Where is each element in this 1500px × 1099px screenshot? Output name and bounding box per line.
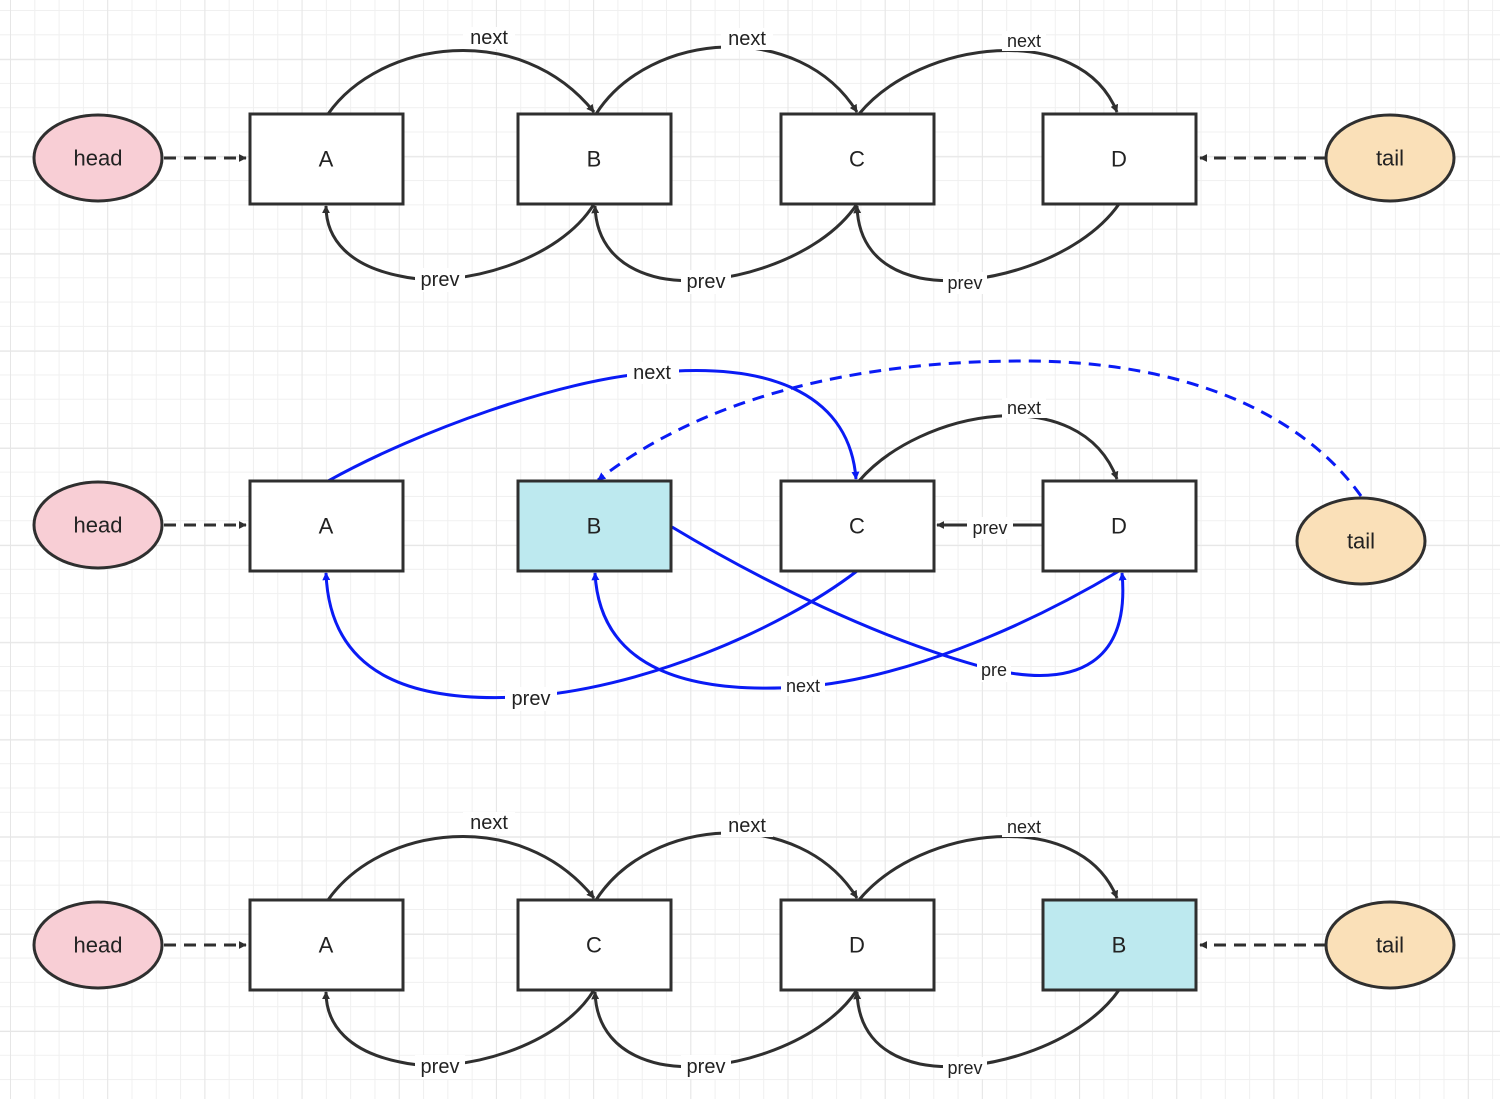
node-label: B bbox=[1112, 933, 1127, 958]
next-label: next bbox=[633, 362, 671, 384]
row-result-list: next next next prev prev prev head tail … bbox=[32, 812, 1456, 1079]
node-label: B bbox=[587, 514, 602, 539]
row-moving-b-to-tail: next next prev prev next pre head tail A… bbox=[32, 359, 1427, 711]
prev-edge bbox=[322, 989, 596, 1067]
prev-label: prev bbox=[972, 518, 1007, 538]
node-label: C bbox=[849, 147, 865, 172]
next-label: next bbox=[1007, 398, 1041, 418]
list-node[interactable]: D bbox=[1041, 112, 1198, 206]
node-label: A bbox=[319, 147, 334, 172]
node-label: C bbox=[849, 514, 865, 539]
next-edge bbox=[857, 834, 1119, 901]
tail-label: tail bbox=[1376, 146, 1404, 171]
prev-edge bbox=[853, 989, 1121, 1069]
row-original-list: next next next prev prev prev head tail … bbox=[32, 27, 1456, 294]
tail-node[interactable]: tail bbox=[1324, 113, 1456, 203]
tail-node[interactable]: tail bbox=[1295, 496, 1427, 586]
list-node[interactable]: A bbox=[248, 898, 405, 992]
head-node[interactable]: head bbox=[32, 113, 164, 203]
list-node-highlighted[interactable]: B bbox=[516, 479, 673, 573]
head-label: head bbox=[74, 933, 123, 958]
tail-pointer-arrow bbox=[597, 359, 1363, 497]
head-node[interactable]: head bbox=[32, 900, 164, 990]
node-label: D bbox=[1111, 147, 1127, 172]
head-label: head bbox=[74, 513, 123, 538]
list-node[interactable]: C bbox=[516, 898, 673, 992]
next-edge-b-c bbox=[594, 45, 859, 115]
prev-label: prev bbox=[687, 1056, 726, 1078]
prev-label: prev bbox=[687, 271, 726, 293]
pre-label: pre bbox=[981, 660, 1007, 680]
prev-label: prev bbox=[421, 269, 460, 291]
next-edge bbox=[326, 834, 596, 901]
list-node[interactable]: C bbox=[779, 112, 936, 206]
prev-label: prev bbox=[512, 688, 551, 710]
node-label: A bbox=[319, 933, 334, 958]
next-edge-c-d bbox=[857, 48, 1119, 115]
prev-label: prev bbox=[947, 1058, 982, 1078]
next-edge-c-d bbox=[857, 414, 1119, 482]
list-node[interactable]: A bbox=[248, 112, 405, 206]
node-label: B bbox=[587, 147, 602, 172]
head-label: head bbox=[74, 146, 123, 171]
node-label: A bbox=[319, 514, 334, 539]
tail-label: tail bbox=[1376, 933, 1404, 958]
prev-edge-c-b bbox=[591, 203, 859, 283]
next-label: next bbox=[470, 812, 508, 834]
prev-label: prev bbox=[947, 273, 982, 293]
tail-node[interactable]: tail bbox=[1324, 900, 1456, 990]
list-node[interactable]: A bbox=[248, 479, 405, 573]
head-node[interactable]: head bbox=[32, 480, 164, 570]
next-label: next bbox=[786, 676, 820, 696]
node-label: D bbox=[849, 933, 865, 958]
list-node[interactable]: D bbox=[1041, 479, 1198, 573]
prev-edge-d-c bbox=[853, 203, 1121, 283]
list-node[interactable]: C bbox=[779, 479, 936, 573]
next-edge-d-b bbox=[591, 569, 1120, 690]
tail-label: tail bbox=[1347, 529, 1375, 554]
next-label: next bbox=[470, 27, 508, 49]
next-label: next bbox=[1007, 31, 1041, 51]
next-edge-a-c bbox=[327, 369, 860, 483]
next-edge bbox=[594, 831, 859, 901]
prev-label: prev bbox=[421, 1056, 460, 1078]
next-label: next bbox=[1007, 817, 1041, 837]
prev-edge bbox=[591, 989, 859, 1069]
node-label: D bbox=[1111, 514, 1127, 539]
next-edge-a-b bbox=[326, 48, 596, 115]
next-label: next bbox=[728, 28, 766, 50]
list-node[interactable]: D bbox=[779, 898, 936, 992]
prev-edge-c-a bbox=[322, 569, 858, 700]
list-node[interactable]: B bbox=[516, 112, 673, 206]
list-node-highlighted[interactable]: B bbox=[1041, 898, 1198, 992]
next-label: next bbox=[728, 815, 766, 837]
node-label: C bbox=[586, 933, 602, 958]
